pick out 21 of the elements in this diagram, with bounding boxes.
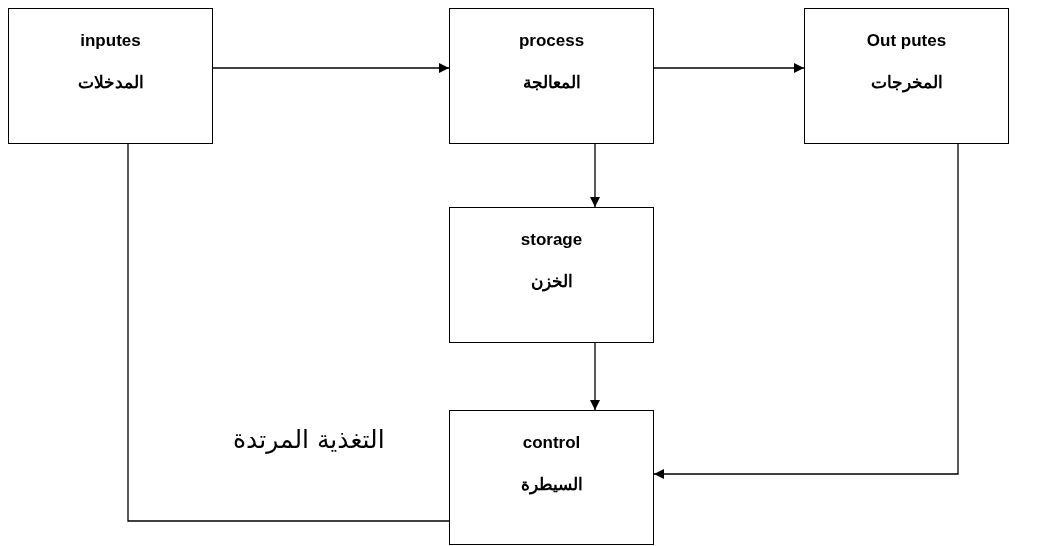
process-box (8, 8, 213, 144)
arrow (653, 143, 959, 479)
arrow (212, 63, 450, 73)
process-box (449, 8, 654, 144)
process-box (449, 410, 654, 545)
arrow (590, 342, 600, 411)
box-title: inputes (80, 31, 141, 51)
box-subtitle: المعالجة (522, 72, 581, 93)
process-box (804, 8, 1009, 144)
connector-line (127, 143, 450, 522)
arrow (653, 63, 805, 73)
box-title: control (522, 433, 581, 453)
box-subtitle: الخزن (530, 271, 573, 292)
box-subtitle: المدخلات (77, 72, 144, 93)
process-box (449, 207, 654, 343)
box-subtitle: السيطرة (520, 474, 583, 495)
box-subtitle: المخرجات (870, 72, 943, 93)
box-title: storage (520, 230, 583, 250)
box-title: process (518, 31, 585, 51)
box-title: Out putes (866, 31, 947, 51)
arrow (590, 143, 600, 208)
